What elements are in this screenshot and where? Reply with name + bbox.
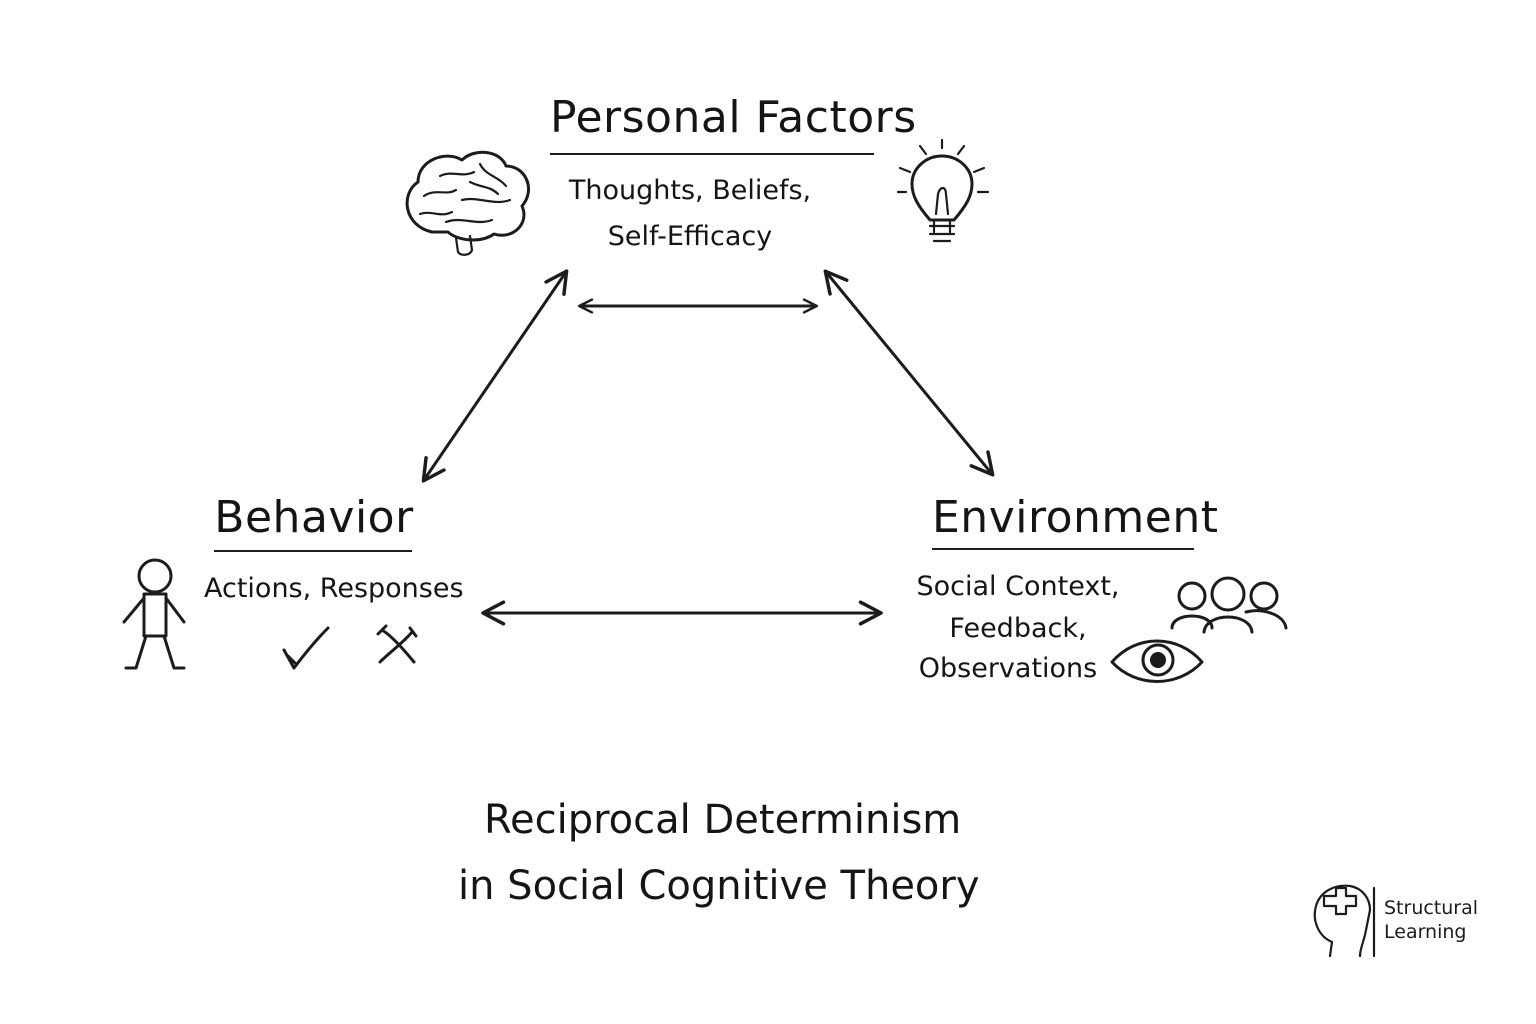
behavior-underline: [214, 550, 412, 552]
head-puzzle-icon: [1313, 884, 1376, 958]
behavior-line-1: Actions, Responses: [204, 573, 464, 604]
personal-factors-line-2: Self-Efficacy: [607, 221, 773, 252]
diagram-title-line-1: Reciprocal Determinism: [484, 797, 962, 843]
group-icon: [1170, 576, 1288, 634]
check-icon: [282, 626, 330, 670]
behavior-heading: Behavior: [214, 492, 414, 543]
environment-line-2: Feedback,: [949, 613, 1087, 644]
personal-factors-line-1: Thoughts, Beliefs,: [568, 175, 812, 206]
personal-factors-heading: Personal Factors: [550, 92, 917, 143]
brand-line-2: Learning: [1384, 921, 1467, 943]
environment-line-1: Social Context,: [916, 571, 1120, 602]
personal-factors-underline: [550, 153, 874, 155]
eye-icon: [1110, 639, 1204, 683]
environment-line-3: Observations: [918, 653, 1098, 684]
cross-icon: [376, 624, 418, 664]
environment-underline: [932, 548, 1194, 550]
arrow-personal-environment: [823, 269, 995, 477]
diagram-title-line-2: in Social Cognitive Theory: [458, 863, 980, 909]
lightbulb-icon: [896, 138, 990, 243]
brand-line-1: Structural: [1384, 897, 1479, 919]
arrow-personal-behavior: [421, 269, 569, 483]
stick-figure-icon: [122, 558, 186, 670]
brain-icon: [405, 150, 531, 256]
environment-heading: Environment: [932, 492, 1219, 543]
brand-name: Structural Learning: [1384, 896, 1478, 944]
